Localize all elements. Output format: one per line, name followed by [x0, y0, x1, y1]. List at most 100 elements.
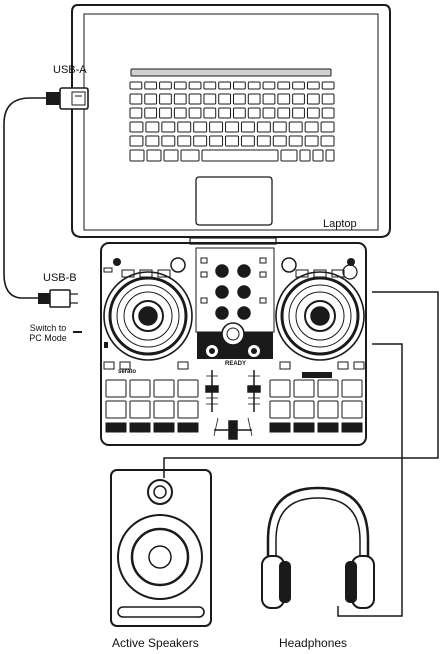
keyboard-key [146, 149, 162, 162]
keyboard-space-bar [201, 149, 279, 162]
usb-b-label: USB-B [43, 272, 77, 284]
performance-pad [317, 400, 339, 419]
keyboard-key [304, 135, 319, 147]
keyboard-key [225, 135, 239, 147]
keyboard-key [203, 93, 217, 105]
keyboard-key [193, 121, 208, 133]
keyboard-key [262, 81, 276, 90]
keyboard-key [240, 121, 255, 133]
performance-pad [153, 379, 175, 398]
keyboard-key [161, 135, 176, 147]
keyboard-key [177, 121, 192, 133]
keyboard-key [272, 121, 287, 133]
keyboard-key [312, 149, 324, 162]
keyboard-key [180, 149, 200, 162]
keyboard-key [225, 121, 239, 133]
keyboard-key [177, 135, 192, 147]
ready-display-text: READY [225, 361, 247, 367]
usb-a-label: USB-A [53, 64, 87, 76]
keyboard-key [233, 81, 246, 90]
keyboard-key [292, 107, 305, 119]
keyboard-key [188, 81, 202, 90]
keyboard-key [144, 81, 158, 90]
laptop-icon [71, 4, 391, 238]
keyboard-key [173, 107, 187, 119]
keyboard-key [144, 107, 158, 119]
left-transport-buttons [105, 422, 199, 433]
performance-pad [105, 400, 127, 419]
keyboard-key [321, 107, 335, 119]
keyboard-key [161, 121, 176, 133]
keyboard-key [320, 135, 335, 147]
keyboard-key [262, 93, 276, 105]
keyboard-key [277, 93, 291, 105]
keyboard-key [306, 81, 320, 90]
keyboard-key [306, 93, 320, 105]
keyboard-key [256, 121, 271, 133]
right-transport-buttons [269, 422, 363, 433]
performance-pad [153, 400, 175, 419]
keyboard-key [129, 81, 143, 90]
switch-label-line1: Switch to [29, 323, 67, 333]
keyboard-key [277, 81, 291, 90]
usb-a-plug-icon [46, 87, 89, 110]
keyboard-key [218, 81, 231, 90]
keyboard-key [321, 93, 335, 105]
keyboard-key [129, 135, 144, 147]
performance-pad [269, 379, 291, 398]
keyboard-key [129, 107, 143, 119]
keyboard-key [299, 149, 311, 162]
performance-pad [317, 379, 339, 398]
laptop-label: Laptop [323, 218, 357, 230]
keyboard-key [159, 81, 172, 90]
active-speakers-label: Active Speakers [112, 636, 199, 650]
keyboard-key [233, 93, 246, 105]
keyboard-key [203, 81, 217, 90]
left-deck [103, 257, 193, 370]
mixer-section [195, 247, 275, 440]
performance-pad [105, 379, 127, 398]
keyboard-key [188, 93, 202, 105]
usb-b-plug-icon [38, 289, 78, 308]
keyboard-key [262, 107, 276, 119]
keyboard-key [203, 107, 217, 119]
performance-pad [129, 379, 151, 398]
keyboard-key [129, 93, 143, 105]
performance-pad [341, 400, 363, 419]
performance-pad [177, 400, 199, 419]
headphones-label: Headphones [279, 636, 348, 650]
speaker-cable [163, 291, 439, 478]
keyboard-key [247, 107, 261, 119]
performance-pad [293, 400, 315, 419]
keyboard-key [173, 93, 187, 105]
keyboard-key [144, 93, 158, 105]
keyboard-key [288, 121, 303, 133]
switch-to-pc-mode-label: Switch to PC Mode [24, 323, 72, 343]
keyboard-key [188, 107, 202, 119]
performance-pad [269, 400, 291, 419]
keyboard-key [306, 107, 320, 119]
performance-pad [341, 379, 363, 398]
dj-controller-icon [100, 237, 367, 446]
keyboard-key [209, 121, 224, 133]
keyboard-key [145, 135, 160, 147]
headphones-icon [261, 486, 375, 609]
keyboard-key [240, 135, 255, 147]
keyboard-key [129, 121, 144, 133]
performance-pad [293, 379, 315, 398]
keyboard-key [247, 81, 261, 90]
keyboard-key [173, 81, 187, 90]
keyboard-key [159, 107, 172, 119]
keyboard-key [129, 149, 145, 162]
usb-cable [3, 87, 89, 308]
speaker-icon [110, 469, 212, 627]
keyboard-key [145, 121, 160, 133]
laptop-keyboard [129, 81, 335, 162]
right-deck [275, 257, 365, 378]
keyboard-key [280, 149, 298, 162]
keyboard-key [272, 135, 287, 147]
keyboard-key [163, 149, 179, 162]
performance-pad [177, 379, 199, 398]
keyboard-key [292, 81, 305, 90]
